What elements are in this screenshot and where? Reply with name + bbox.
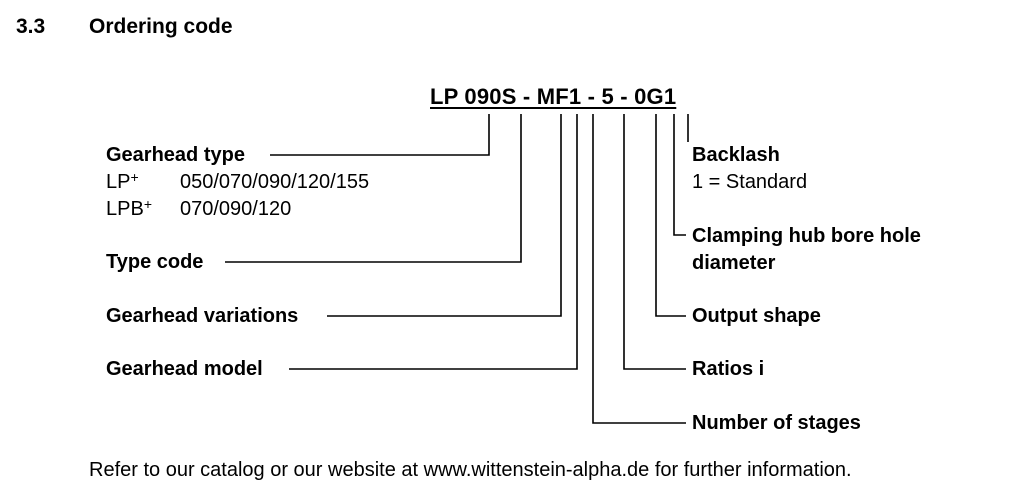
connector-gearhead-type	[270, 114, 490, 156]
connector-gearhead-model	[289, 114, 578, 370]
ratios-label: Ratios i	[692, 358, 765, 380]
clamping-hub-label-line2: diameter	[692, 252, 776, 274]
gearhead-model-label: Gearhead model	[106, 358, 263, 380]
output-shape-label: Output shape	[692, 305, 821, 327]
footer-note: Refer to our catalog or our website at w…	[89, 459, 852, 481]
lp-sizes: 050/070/090/120/155	[180, 171, 370, 193]
section-number: 3.3	[16, 15, 46, 38]
backlash-label: Backlash	[692, 144, 780, 166]
lpb-prefix-text: LPB	[106, 198, 144, 220]
lpb-prefix: LPB+	[106, 196, 152, 220]
clamping-hub-label-line1: Clamping hub bore hole	[692, 225, 921, 247]
backlash-value: 1 = Standard	[692, 171, 808, 193]
connector-clamping-hub	[673, 114, 686, 236]
lp-prefix-text: LP	[106, 171, 131, 193]
lpb-sizes: 070/090/120	[180, 198, 292, 220]
type-code-label: Type code	[106, 251, 204, 273]
gearhead-variations-label: Gearhead variations	[106, 305, 299, 327]
lp-prefix: LP+	[106, 169, 139, 193]
lpb-prefix-sup: +	[143, 196, 152, 212]
connector-output-shape	[655, 114, 686, 317]
ordering-code: LP 090S - MF1 - 5 - 0G1	[430, 84, 677, 109]
connector-number-of-stages	[592, 114, 686, 424]
connector-gearhead-variations	[327, 114, 562, 317]
lp-prefix-sup: +	[130, 169, 139, 185]
connector-ratios	[623, 114, 686, 370]
connector-type-code	[225, 114, 522, 263]
gearhead-type-label: Gearhead type	[106, 144, 245, 166]
section-title: Ordering code	[89, 15, 233, 38]
number-of-stages-label: Number of stages	[692, 412, 861, 434]
